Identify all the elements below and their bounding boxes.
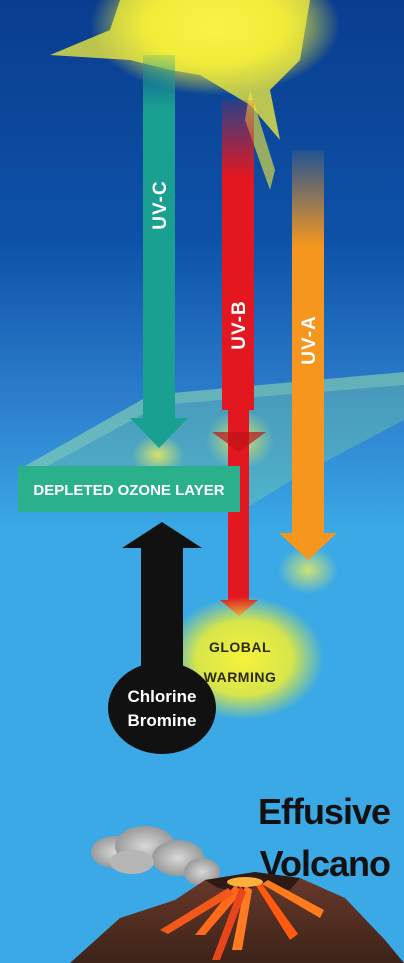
- ozone-layer-band: DEPLETED OZONE LAYER: [18, 466, 240, 512]
- global-warming-line2: WARMING: [204, 669, 277, 685]
- uva-label: UV-A: [299, 315, 320, 364]
- uvc-glow: [132, 435, 184, 475]
- chemicals-line1: Chlorine: [128, 687, 197, 706]
- volcano-icon: [70, 872, 404, 963]
- volcano-smoke: [91, 826, 220, 886]
- uva-arrow: UV-A: [279, 150, 337, 560]
- uva-glow: [278, 546, 338, 594]
- uvc-label: UV-C: [150, 180, 171, 229]
- chemicals-arrow: Chlorine Bromine: [108, 522, 216, 754]
- chemicals-line2: Bromine: [128, 711, 197, 730]
- uvc-arrow: UV-C: [130, 55, 188, 448]
- global-warming-line1: GLOBAL: [209, 639, 271, 655]
- volcano-title-line1: Effusive: [258, 791, 390, 832]
- uvb-label: UV-B: [229, 300, 250, 349]
- uvb-arrow: UV-B: [212, 100, 266, 616]
- ozone-layer-label: DEPLETED OZONE LAYER: [33, 482, 224, 499]
